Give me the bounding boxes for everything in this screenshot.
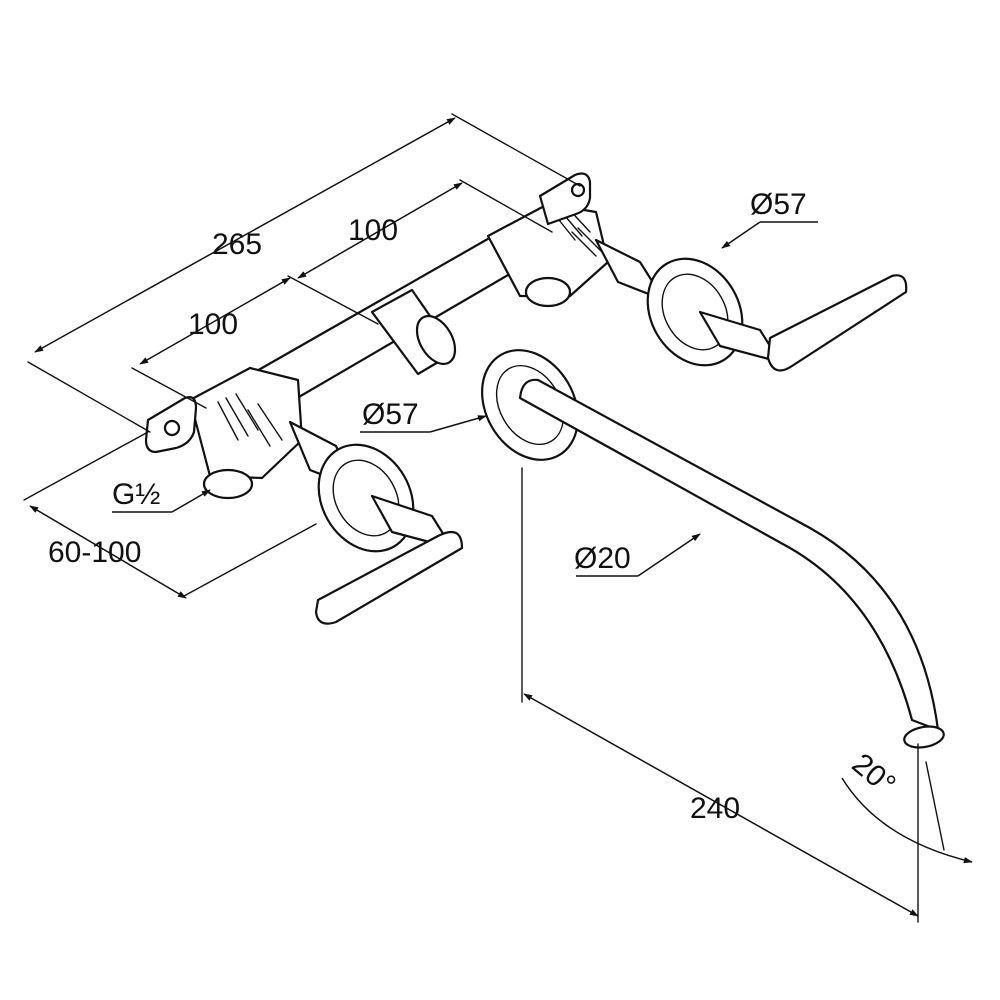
label-depth: 60-100 (48, 536, 141, 569)
label-spout-diameter: Ø20 (574, 542, 631, 575)
spout-outlet (903, 725, 945, 749)
left-thread-lines (217, 393, 283, 447)
right-rosette-inner (661, 273, 729, 351)
label-thread: G½ (112, 478, 160, 511)
label-angle: 20° (846, 747, 902, 801)
left-valve-bottom (202, 468, 254, 500)
center-rosette (481, 349, 579, 461)
left-rosette-inner (332, 459, 400, 537)
dimension-labels: 265 100 100 Ø57 Ø57 G½ 60-100 Ø20 240 20… (48, 188, 902, 825)
label-rosette-center: Ø57 (362, 398, 419, 431)
label-spout-projection: 240 (690, 792, 740, 825)
right-handle-assembly (594, 238, 908, 372)
right-tab-hole (570, 182, 586, 198)
left-tab-hole (163, 419, 181, 437)
left-handle-assembly (288, 420, 464, 625)
spout (518, 378, 940, 732)
label-rosette-right: Ø57 (750, 188, 807, 221)
right-thread-lines (554, 205, 603, 257)
spout-assembly (481, 349, 945, 749)
right-rosette (646, 257, 744, 367)
dimension-lines (23, 113, 973, 923)
right-lever[interactable] (766, 274, 908, 372)
left-lever[interactable] (314, 530, 464, 625)
label-overall-width: 265 (212, 228, 262, 261)
left-valve-block (188, 366, 304, 480)
label-spacing-right: 100 (348, 214, 398, 247)
label-spacing-left: 100 (188, 308, 238, 341)
right-valve-bottom (524, 276, 572, 308)
